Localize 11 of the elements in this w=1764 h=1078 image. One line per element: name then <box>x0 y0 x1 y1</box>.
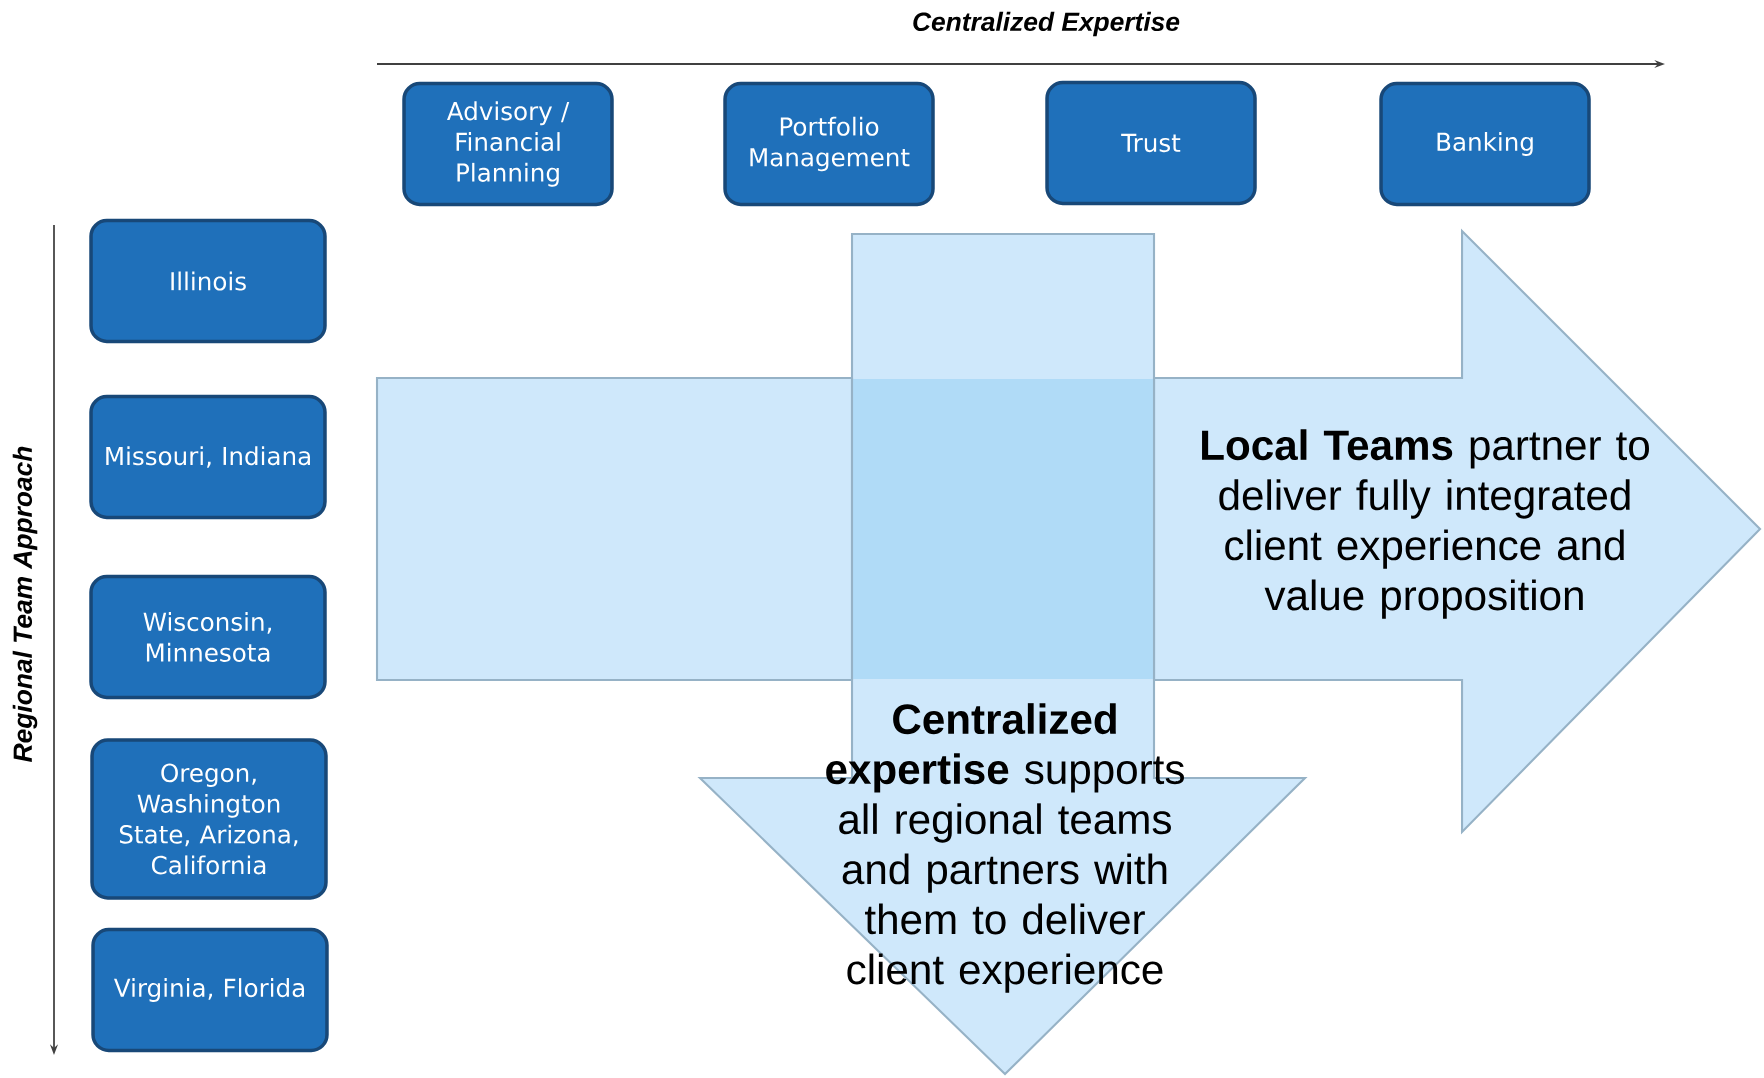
category-box: Banking <box>1379 81 1591 207</box>
category-box: Advisory / Financial Planning <box>402 81 614 207</box>
axis-label: Centralized Expertise <box>913 11 1180 37</box>
axis-label: Regional Team Approach <box>12 446 38 762</box>
region-box: Wisconsin, Minnesota <box>89 574 327 700</box>
region-box: Oregon, Washington State, Arizona, California <box>90 738 328 900</box>
category-box: Portfolio Management <box>723 81 935 207</box>
region-box: Virginia, Florida <box>91 927 329 1053</box>
region-box: Missouri, Indiana <box>89 394 327 520</box>
region-box: Illinois <box>89 218 327 344</box>
category-box: Trust <box>1045 80 1257 206</box>
